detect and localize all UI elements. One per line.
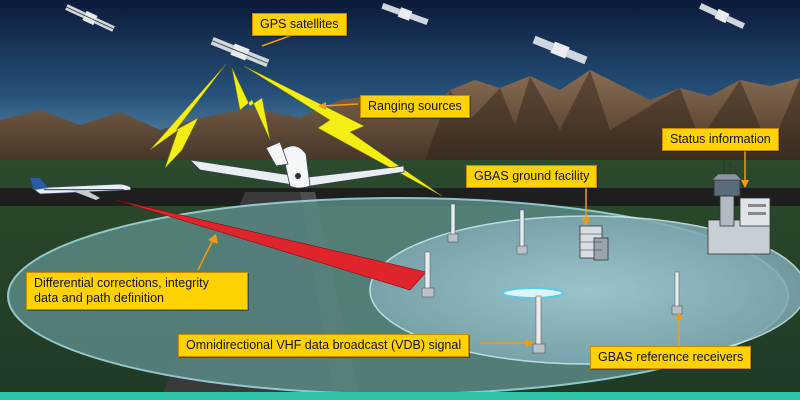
label-differential-corrections-line2: data and path definition <box>34 291 164 305</box>
satellite-icon <box>381 2 429 26</box>
label-differential-corrections: Differential corrections, integrity data… <box>26 272 248 310</box>
label-reference-receivers: GBAS reference receivers <box>590 346 752 369</box>
bottom-strip <box>0 392 800 400</box>
aircraft-icon <box>188 141 405 189</box>
satellite-icon <box>532 35 588 65</box>
label-ranging-sources: Ranging sources <box>360 95 470 118</box>
reference-receiver-antenna-icon <box>671 271 683 315</box>
mountains <box>0 70 800 175</box>
touchdown-zone <box>502 287 564 299</box>
label-differential-corrections-line1: Differential corrections, integrity <box>34 276 209 290</box>
satellite-icon <box>65 4 115 32</box>
leader-lines <box>197 29 749 347</box>
label-status-information: Status information <box>662 128 779 151</box>
ranging-signal-right <box>243 65 443 197</box>
control-tower-icon <box>707 160 771 255</box>
label-vdb-signal: Omnidirectional VHF data broadcast (VDB)… <box>178 334 470 357</box>
reference-receiver-antenna-icon <box>447 203 459 243</box>
ranging-signal-middle <box>231 67 271 141</box>
reference-receiver-antenna-icon <box>421 251 435 298</box>
reference-receiver-antenna-icon <box>516 209 528 255</box>
ground-facility-building-icon <box>579 225 609 261</box>
inner-coverage-area <box>369 215 800 365</box>
label-gps-satellites: GPS satellites <box>252 13 347 36</box>
satellite-icon <box>698 3 746 29</box>
reference-receiver-antenna-icon <box>532 295 546 354</box>
ranging-signal-left <box>149 63 227 169</box>
horizon-runway <box>0 188 800 206</box>
differential-correction-signal <box>115 199 427 291</box>
satellite-icon <box>210 37 270 67</box>
label-gbas-ground-facility: GBAS ground facility <box>466 165 598 188</box>
aircraft-icon <box>30 178 132 200</box>
